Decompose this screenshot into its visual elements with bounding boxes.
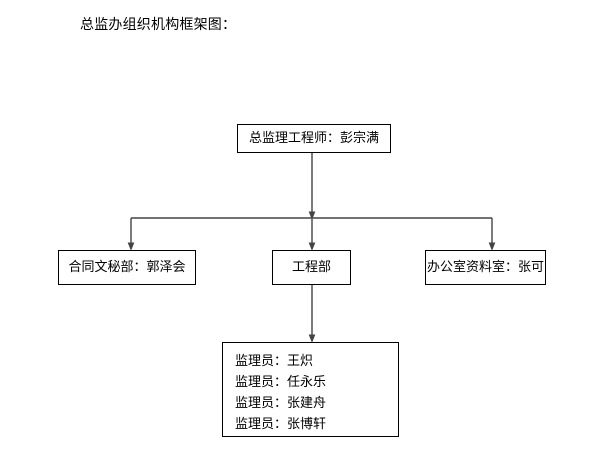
node-label: 总监理工程师：彭宗满 [248,131,379,146]
node-supervisor-list[interactable]: 监理员：王炽 监理员：任永乐 监理员：张建舟 监理员：张博轩 [222,342,399,437]
list-item: 监理员：王炽 [235,354,314,369]
node-chief-supervising-engineer[interactable]: 总监理工程师：彭宗满 [237,124,391,153]
node-label: 合同文秘部：郭泽会 [68,260,186,275]
node-engineering-department[interactable]: 工程部 [272,250,351,285]
page-title: 总监办组织机构框架图： [80,17,237,33]
list-item: 监理员：任永乐 [235,375,327,390]
node-contract-secretarial-department[interactable]: 合同文秘部：郭泽会 [58,250,196,285]
node-label: 工程部 [291,260,331,275]
node-office-archives[interactable]: 办公室资料室：张可 [425,250,546,285]
list-item: 监理员：张建舟 [235,396,327,411]
node-label: 办公室资料室：张可 [426,260,544,275]
list-item: 监理员：张博轩 [235,417,327,432]
